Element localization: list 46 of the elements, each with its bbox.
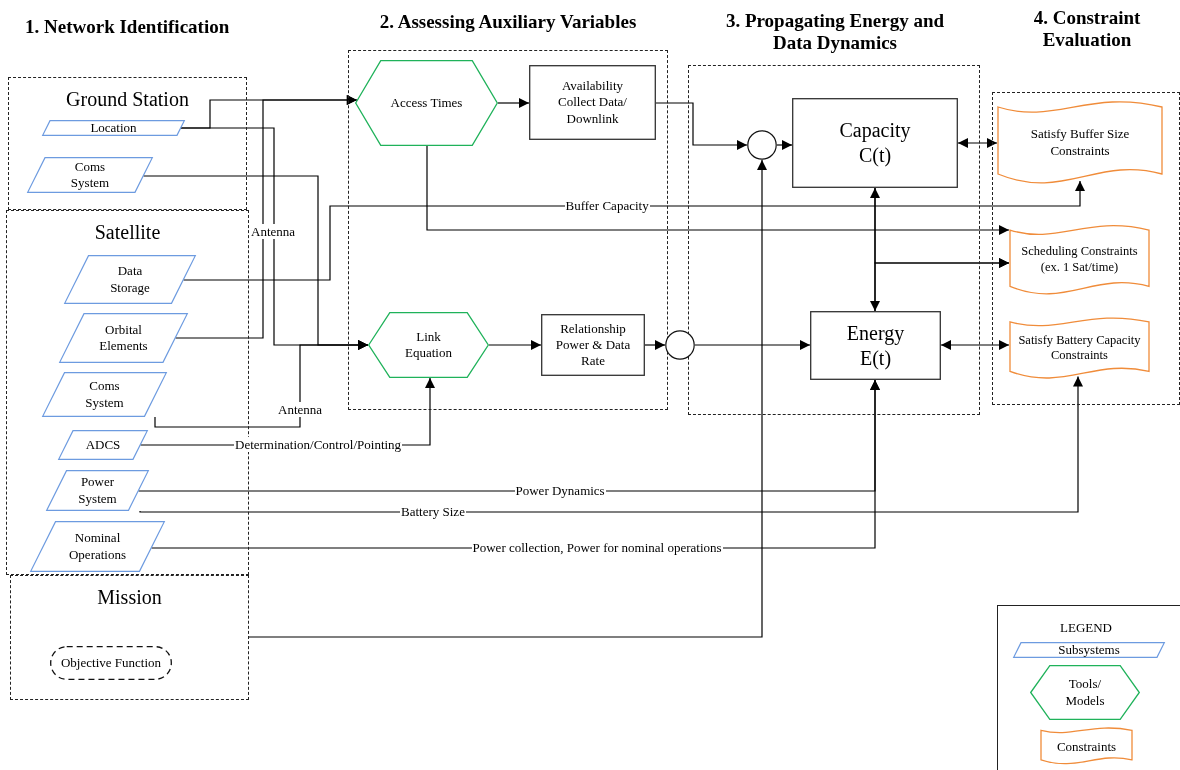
subsystem-parallelogram: Data Storage bbox=[64, 255, 196, 304]
edge-label: Antenna bbox=[277, 402, 324, 417]
process-box: Capacity C(t) bbox=[792, 98, 958, 188]
arrow bbox=[488, 340, 542, 350]
junction-circle bbox=[747, 130, 777, 160]
group-title: Ground Station bbox=[65, 88, 190, 111]
edge-label: Buffer Capacity bbox=[564, 198, 650, 213]
subsystem-parallelogram: Orbital Elements bbox=[59, 313, 188, 363]
arrow bbox=[497, 98, 530, 108]
legend-item: Subsystems bbox=[1013, 642, 1165, 658]
arrow bbox=[426, 145, 1010, 235]
group-title: 4. Constraint Evaluation bbox=[1032, 7, 1142, 51]
junction-circle bbox=[665, 330, 695, 360]
process-box: Availability Collect Data/ Downlink bbox=[529, 65, 656, 140]
arrow bbox=[248, 159, 767, 638]
group-title: 2. Assessing Auxiliary Variables bbox=[378, 11, 638, 33]
double-arrow bbox=[940, 340, 1010, 350]
subsystem-parallelogram: ADCS bbox=[58, 430, 148, 460]
arrow bbox=[655, 102, 748, 150]
edge-label: Determination/Control/Pointing bbox=[234, 437, 403, 452]
tool-hexagon: Link Equation bbox=[368, 312, 489, 378]
edge-label: Antenna bbox=[250, 224, 297, 239]
legend-title: LEGEND bbox=[1060, 620, 1112, 636]
subsystem-parallelogram: Power System bbox=[46, 470, 149, 511]
group-frame bbox=[8, 77, 247, 210]
group-title: 3. Propagating Energy and Data Dynamics bbox=[724, 10, 946, 54]
subsystem-parallelogram: Location bbox=[42, 120, 185, 136]
group-title: Satellite bbox=[93, 221, 162, 244]
arrow bbox=[154, 340, 369, 428]
subsystem-parallelogram: Nominal Operations bbox=[30, 521, 165, 572]
arrow bbox=[139, 376, 1083, 513]
tool-hexagon: Access Times bbox=[355, 60, 498, 146]
process-box: Energy E(t) bbox=[810, 311, 941, 380]
arrow bbox=[644, 340, 666, 350]
double-arrow bbox=[957, 138, 998, 148]
arrow bbox=[776, 140, 793, 150]
subsystem-parallelogram: Coms System bbox=[42, 372, 167, 417]
process-box: Relationship Power & Data Rate bbox=[541, 314, 645, 376]
section-heading: 1. Network Identification bbox=[25, 16, 230, 38]
edge-label: Power collection, Power for nominal operations bbox=[471, 540, 723, 555]
subsystem-parallelogram: Coms System bbox=[27, 157, 153, 193]
arrow bbox=[874, 258, 1010, 312]
group-title: Mission bbox=[96, 586, 163, 609]
arrow bbox=[694, 340, 811, 350]
legend-item: Tools/ Models bbox=[1030, 665, 1140, 720]
group-frame bbox=[10, 575, 249, 700]
